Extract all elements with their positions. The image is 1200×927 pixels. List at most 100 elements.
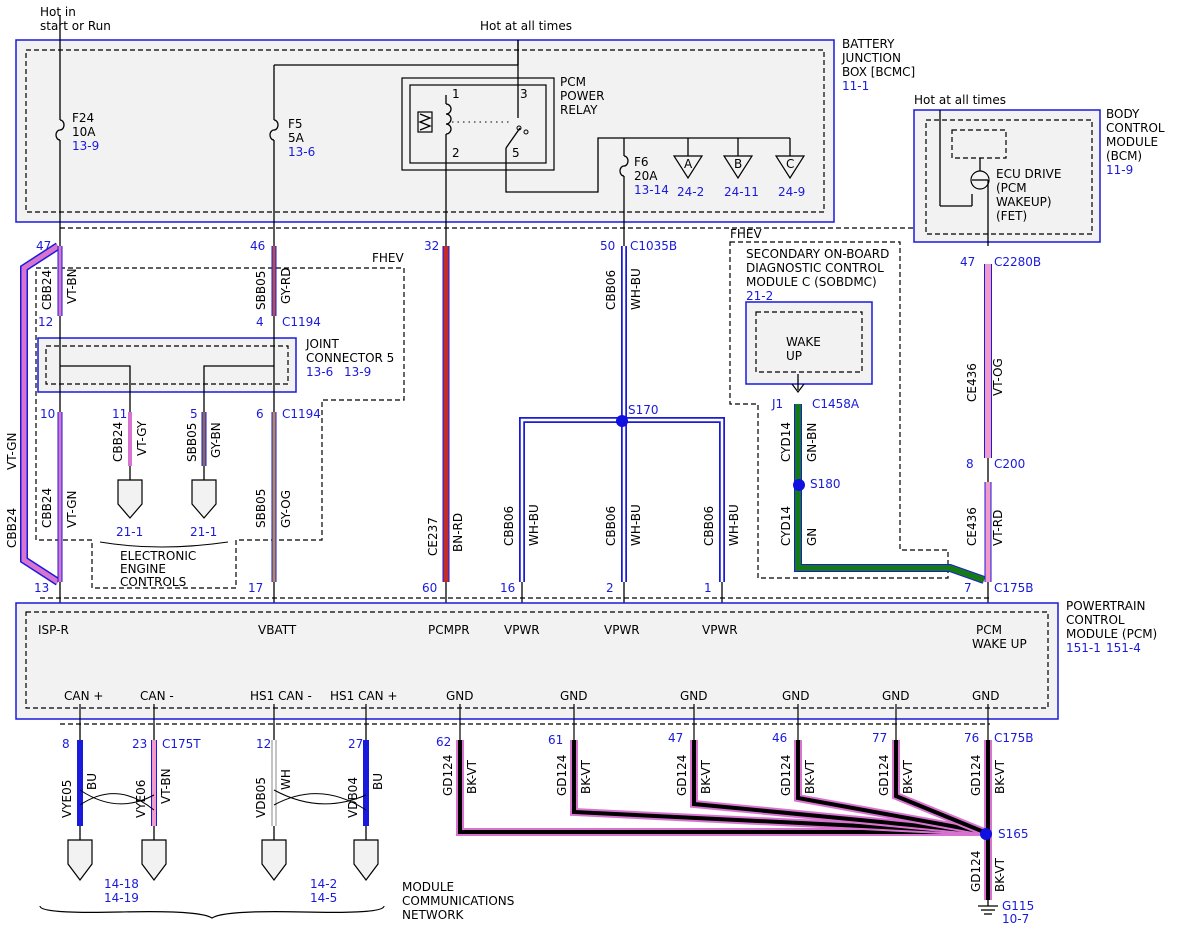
pin-5: 5	[190, 407, 198, 421]
svg-text:13-9: 13-9	[72, 139, 99, 153]
vye06-circuit: VYE06	[134, 780, 148, 818]
splice-s170-label: S170	[628, 403, 659, 417]
ground-ref: 10-7	[1002, 912, 1029, 926]
svg-text:BK-VT: BK-VT	[901, 759, 915, 794]
bjb-label: BATTERY JUNCTION BOX [BCMC] 11-1	[841, 37, 915, 93]
wake-up-label: WAKE UP	[786, 335, 821, 363]
cbb24-vtgy-color: VT-GY	[135, 420, 149, 456]
svg-text:GD124: GD124	[441, 755, 455, 796]
relay-coil	[417, 95, 529, 150]
svg-text:GND: GND	[446, 689, 474, 703]
svg-text:MODULE C (SOBDMC): MODULE C (SOBDMC)	[746, 275, 877, 289]
ground-circuit-labels: GD124 BK-VT GD124 BK-VT GD124 BK-VT GD12…	[441, 755, 1007, 892]
pcm-inner-dashed	[25, 611, 1049, 709]
fuse-f6-label: F6 20A 13-14	[634, 155, 669, 197]
svg-text:MODULE: MODULE	[1106, 135, 1158, 149]
fuse-f5-symbol	[269, 119, 279, 141]
sobdmc-label: SECONDARY ON-BOARD DIAGNOSTIC CONTROL MO…	[746, 247, 889, 303]
svg-text:HS1 CAN +: HS1 CAN +	[330, 689, 398, 703]
svg-text:BATTERY: BATTERY	[842, 37, 895, 51]
svg-text:24-2: 24-2	[677, 185, 704, 199]
svg-text:PCM: PCM	[976, 623, 1002, 637]
sobdmc-inner	[755, 311, 863, 373]
svg-text:62: 62	[436, 735, 451, 749]
svg-text:13-9: 13-9	[344, 365, 371, 379]
svg-text:GND: GND	[882, 689, 910, 703]
connector-c1458a: C1458A	[812, 397, 860, 411]
connector-c175t: C175T	[162, 737, 201, 751]
svg-text:2: 2	[452, 146, 460, 160]
svg-text:Hot in: Hot in	[40, 5, 76, 19]
svg-text:ELECTRONIC: ELECTRONIC	[120, 549, 196, 563]
ground-g115: G115	[1002, 899, 1034, 913]
cbb24-vtgy-circuit: CBB24	[111, 422, 125, 462]
svg-text:3: 3	[520, 87, 528, 101]
feed-triangle-c: C 24-9	[774, 138, 805, 199]
can-minus-connector	[141, 839, 167, 881]
svg-text:PCMPR: PCMPR	[428, 623, 470, 637]
ce436-vtog-circuit: CE436	[965, 363, 979, 402]
svg-text:BK-VT: BK-VT	[993, 857, 1007, 892]
can-pin-12: 12	[256, 737, 271, 751]
svg-text:(PCM: (PCM	[996, 181, 1027, 195]
sobdmc-module	[745, 301, 873, 385]
svg-text:77: 77	[872, 731, 887, 745]
svg-text:GD124: GD124	[969, 755, 983, 796]
cbb06-circuit-4: CBB06	[702, 506, 716, 546]
splice-s165	[980, 828, 992, 840]
hs1-can-minus-connector	[261, 839, 287, 881]
joint-connector-5-inner	[45, 345, 289, 385]
svg-text:13-6: 13-6	[288, 145, 315, 159]
connector-c1035b: C1035B	[630, 239, 677, 253]
svg-text:46: 46	[772, 731, 787, 745]
svg-text:ECU DRIVE: ECU DRIVE	[996, 167, 1061, 181]
svg-text:14-18: 14-18	[104, 877, 139, 891]
svg-text:CAN -: CAN -	[140, 689, 174, 703]
vye05-color: BU	[85, 773, 99, 790]
svg-text:5A: 5A	[288, 131, 305, 145]
svg-text:MODULE (PCM): MODULE (PCM)	[1066, 627, 1157, 641]
svg-text:VPWR: VPWR	[504, 623, 540, 637]
fhev-label: FHEV	[372, 251, 405, 265]
splice-s170	[616, 415, 628, 427]
eec-ref-2: 21-1	[190, 525, 217, 539]
cyd14-gn-circuit: CYD14	[779, 506, 793, 546]
svg-text:13-14: 13-14	[634, 183, 669, 197]
module-communications-network-label: MODULE COMMUNICATIONS NETWORK	[402, 880, 514, 922]
svg-text:151-4: 151-4	[1106, 641, 1141, 655]
cbb06-color-1: WH-BU	[629, 268, 643, 310]
pcm-power-relay-outer	[401, 77, 555, 171]
svg-text:F6: F6	[634, 155, 649, 169]
pin-1: 1	[704, 581, 712, 595]
svg-text:VBATT: VBATT	[258, 623, 297, 637]
vdb05-color: WH	[279, 769, 293, 790]
cbb24-vtbn-color: VT-BN	[65, 268, 79, 304]
splice-s165-label: S165	[998, 827, 1029, 841]
connector-c1194-bottom: C1194	[282, 407, 321, 421]
fuse-f24-label: F24 10A 13-9	[72, 111, 99, 153]
pcm-pin-stubs	[79, 704, 989, 724]
svg-text:21-2: 21-2	[746, 289, 773, 303]
fhev-region	[35, 267, 405, 589]
pin-6: 6	[256, 407, 264, 421]
svg-text:1: 1	[452, 87, 460, 101]
vye06-color: VT-BN	[159, 768, 173, 804]
svg-text:CONTROL: CONTROL	[1106, 121, 1165, 135]
pin-32: 32	[424, 239, 439, 253]
cyd14-gnbn-circuit: CYD14	[779, 422, 793, 462]
network-brace	[39, 905, 385, 919]
joint-connector-5	[37, 337, 297, 393]
hot-at-all-times-bcm-label: Hot at all times	[914, 93, 1006, 107]
svg-text:GND: GND	[782, 689, 810, 703]
fhev-label-2: FHEV	[730, 227, 763, 241]
fuse-f6-symbol	[619, 155, 629, 177]
fuse-f24-symbol	[55, 119, 65, 141]
battery-junction-box	[15, 39, 835, 223]
svg-text:151-1: 151-1	[1066, 641, 1101, 655]
connector-c1194-top: C1194	[282, 315, 321, 329]
svg-text:COMMUNICATIONS: COMMUNICATIONS	[402, 894, 514, 908]
connector-c200: C200	[994, 457, 1025, 471]
vdb04-circuit: VDB04	[346, 777, 360, 818]
connector-c2280b: C2280B	[994, 255, 1041, 269]
cbb24-vtgn-circuit: CBB24	[40, 488, 54, 528]
